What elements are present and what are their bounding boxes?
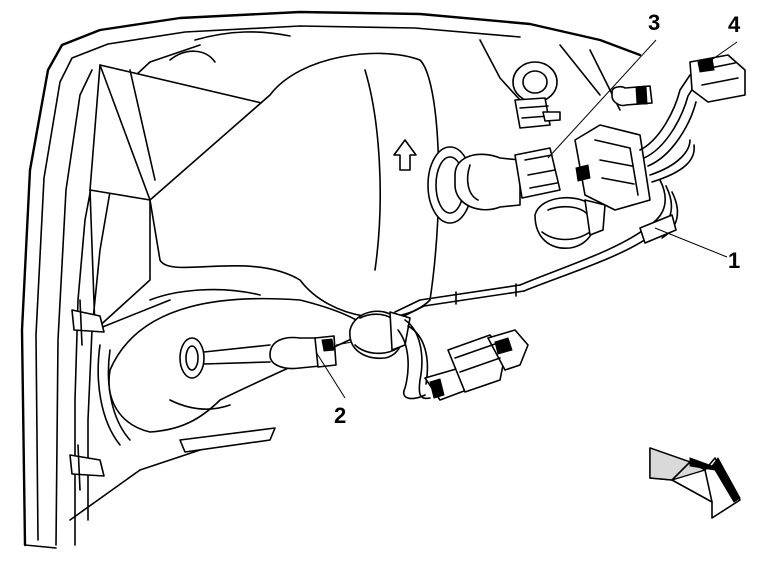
callout-3: 3 [648,10,660,35]
upper-bulbs [454,61,651,249]
callout-4: 4 [728,12,741,37]
leader-line-4 [699,41,738,69]
callout-1: 1 [728,248,740,273]
leader-line-3 [547,39,657,159]
leader-line-1 [654,227,728,258]
lamp-housing [20,10,642,549]
upper-reflector-bowl [149,52,473,319]
upper-harness [394,54,746,319]
lower-socket-harness [349,310,529,401]
view-direction-arrow-icon [649,447,741,519]
leader-line-2 [315,351,346,399]
callout-2: 2 [334,403,346,428]
leader-lines [315,39,738,399]
